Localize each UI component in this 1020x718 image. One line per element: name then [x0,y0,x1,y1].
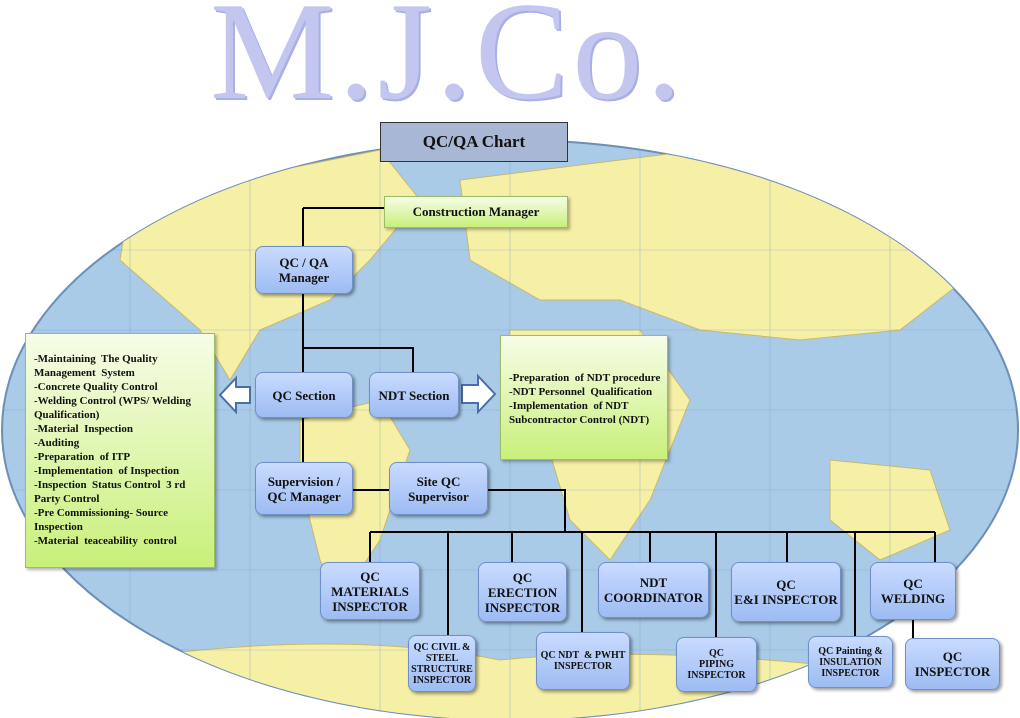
qc-section-node: QC Section [255,372,353,418]
company-logo: M.J.Co. [210,0,686,129]
supervision-node: Supervision / QC Manager [255,462,353,515]
duty-item: -Concrete Quality Control [34,381,158,393]
ndt-duty-item: -Implementation of NDT Subcontractor Con… [509,400,650,426]
qc-civil-node: QC CIVIL & STEEL STRUCTURE INSPECTOR [408,635,476,692]
qc-painting-node: QC Painting & INSULATION INSPECTOR [808,636,893,688]
qc-ndt-pwht-node: QC NDT & PWHT INSPECTOR [536,632,630,690]
chart-title: QC/QA Chart [380,122,568,162]
right-arrow-icon [461,373,497,415]
duty-item: -Auditing [34,437,80,449]
qc-erection-node: QC ERECTION INSPECTOR [478,562,567,622]
duty-item: -Maintaining The Quality Management Syst… [34,353,158,379]
qc-ei-node: QC E&I INSPECTOR [731,562,841,622]
duty-item: -Preparation of ITP [34,451,131,463]
left-arrow-icon [218,375,251,415]
qc-duties-box: -Maintaining The Quality Management Syst… [25,333,215,568]
qc-piping-node: QC PIPING INSPECTOR [676,637,757,692]
qc-inspector-node: QC INSPECTOR [905,638,1000,690]
connector-lines [302,207,936,638]
ndt-duty-item: -Preparation of NDT procedure [509,372,661,384]
ndt-coordinator-node: NDT COORDINATOR [598,562,709,618]
duty-item: -Implementation of Inspection [34,465,180,477]
qc-welding-node: QC WELDING [870,562,956,620]
duty-item: -Welding Control (WPS/ Welding Qualifica… [34,395,191,421]
ndt-duty-item: -NDT Personnel Qualification [509,386,653,398]
ndt-section-node: NDT Section [369,372,459,418]
qc-materials-node: QC MATERIALS INSPECTOR [320,562,420,620]
qcqa-manager-node: QC / QA Manager [255,246,353,294]
site-qc-supervisor-node: Site QC Supervisor [389,462,488,515]
ndt-duties-box: -Preparation of NDT procedure -NDT Perso… [500,335,668,460]
construction-manager-node: Construction Manager [384,196,568,228]
duty-item: -Pre Commissioning- Source Inspection [34,507,169,533]
duty-item: -Material Inspection [34,423,133,435]
duty-item: -Inspection Status Control 3 rd Party Co… [34,479,186,505]
duty-item: -Material teaceability control [34,535,177,547]
